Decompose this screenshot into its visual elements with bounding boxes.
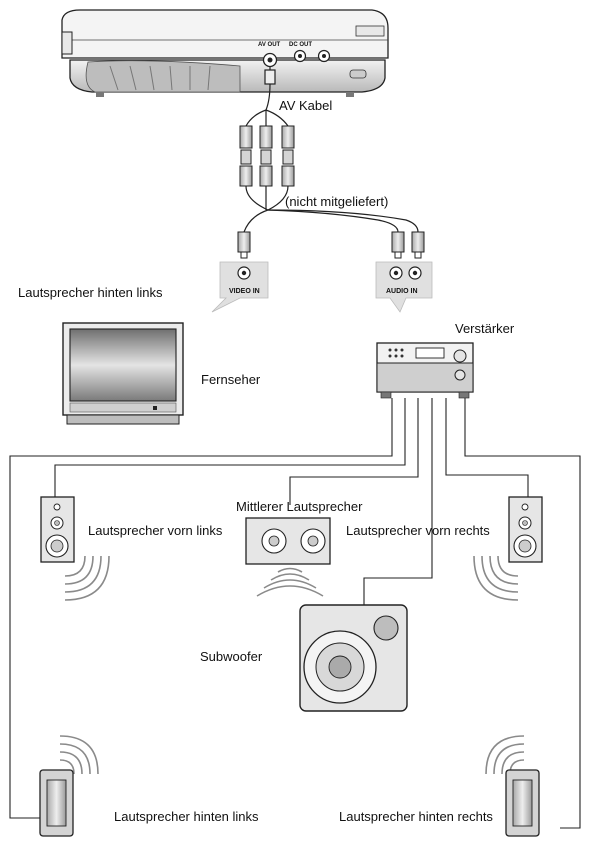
center-speaker-icon xyxy=(245,517,331,565)
center-sound-waves xyxy=(256,567,324,597)
dvd-player-icon xyxy=(61,9,389,97)
subwoofer-label: Subwoofer xyxy=(200,649,263,664)
not-supplied-label: (nicht mitgeliefert) xyxy=(285,194,388,209)
front-left-speaker-icon xyxy=(40,496,75,563)
tv-icon xyxy=(62,322,184,425)
subwoofer-icon xyxy=(299,604,408,712)
front-left-label: Lautsprecher vorn links xyxy=(88,523,223,538)
speaker-wires xyxy=(9,398,581,829)
audio-in-panel: AUDIO IN xyxy=(375,261,433,313)
rear-left-label: Lautsprecher hinten links xyxy=(114,809,259,824)
front-right-sound-waves xyxy=(473,555,519,601)
tv-label: Fernseher xyxy=(201,372,261,387)
rear-right-sound-waves xyxy=(485,735,525,775)
rear-left-speaker-icon xyxy=(39,769,74,837)
amplifier-label: Verstärker xyxy=(455,321,515,336)
audio-in-label: AUDIO IN xyxy=(386,288,418,295)
rear-right-speaker-icon xyxy=(505,769,540,837)
amplifier-icon xyxy=(376,342,474,399)
rca-plug-group-lower xyxy=(237,231,425,259)
center-speaker-label: Mittlerer Lautsprecher xyxy=(236,499,363,514)
front-right-label: Lautsprecher vorn rechts xyxy=(346,523,490,538)
jack-label-av-out: AV OUT xyxy=(258,42,281,48)
video-in-panel: VIDEO IN xyxy=(211,261,269,313)
rear-left-top-label: Lautsprecher hinten links xyxy=(18,285,163,300)
front-right-speaker-icon xyxy=(508,496,543,563)
av-cable-lower xyxy=(243,185,419,233)
dvd-player-jacks: AV OUT DC OUT xyxy=(258,42,331,68)
front-left-sound-waves xyxy=(64,555,110,601)
av-cable-label: AV Kabel xyxy=(279,98,332,113)
jack-label-dc-out: DC OUT xyxy=(289,42,312,48)
av-cable xyxy=(245,66,289,127)
rear-left-sound-waves xyxy=(59,735,99,775)
video-in-label: VIDEO IN xyxy=(229,288,260,295)
rear-right-label: Lautsprecher hinten rechts xyxy=(339,809,493,824)
rca-plug-group-upper xyxy=(239,125,295,187)
